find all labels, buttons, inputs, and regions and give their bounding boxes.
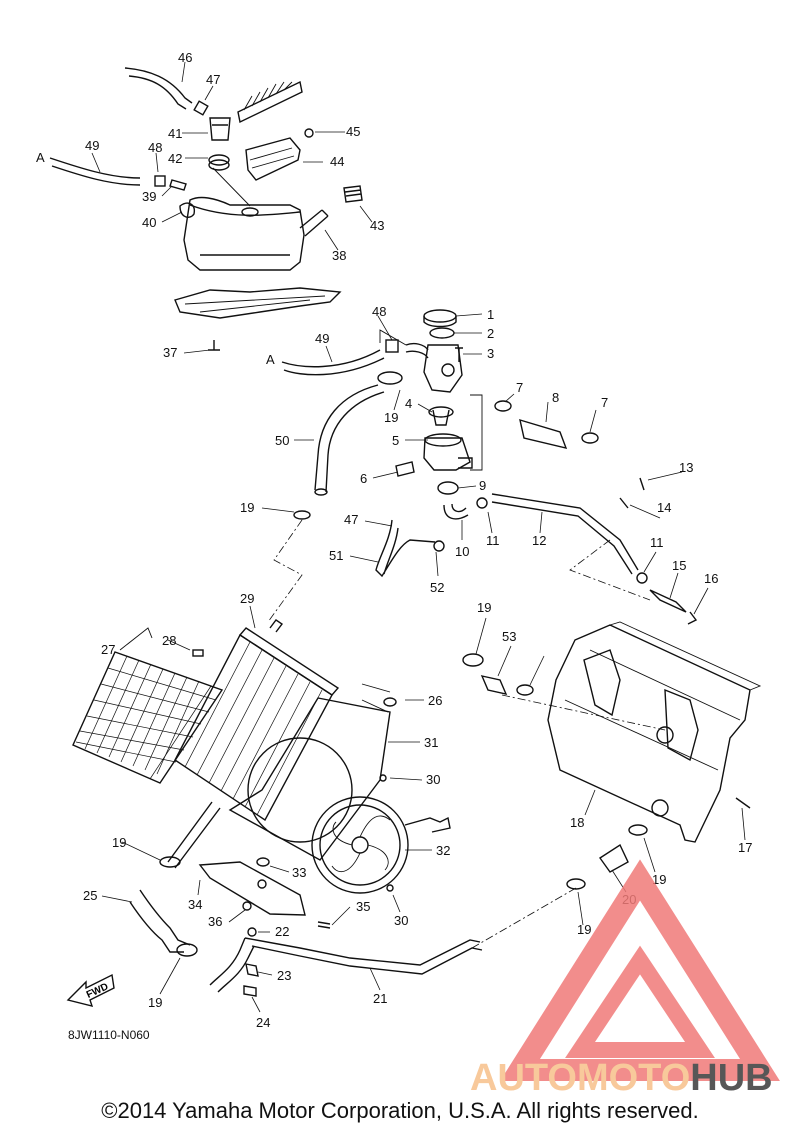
callout-7b: 7	[601, 395, 608, 410]
callout-49b: 49	[315, 331, 329, 346]
callout-19b: 19	[240, 500, 254, 515]
callout-30b: 30	[394, 913, 408, 928]
frame-bracket	[462, 471, 762, 949]
callout-34: 34	[188, 897, 202, 912]
callout-5: 5	[392, 433, 399, 448]
callout-11b: 11	[650, 535, 664, 550]
callout-2: 2	[487, 326, 494, 341]
callout-19d: 19	[112, 835, 126, 850]
callout-52: 52	[430, 580, 444, 595]
callout-14: 14	[657, 500, 671, 515]
callout-19f: 19	[577, 922, 591, 937]
callout-51: 51	[329, 548, 343, 563]
lower-hoses	[101, 801, 483, 1013]
callout-9: 9	[479, 478, 486, 493]
callout-40: 40	[142, 215, 156, 230]
automotohub-watermark-logo: AUTOMOTOHUB	[470, 859, 780, 1099]
callout-21: 21	[373, 991, 387, 1006]
callout-44: 44	[330, 154, 344, 169]
callout-31: 31	[424, 735, 438, 750]
thermostat-assembly	[372, 309, 639, 575]
callout-24: 24	[256, 1015, 270, 1030]
fwd-arrow-icon: FWD	[66, 973, 115, 1007]
callout-41: 41	[168, 126, 182, 141]
callout-26: 26	[428, 693, 442, 708]
callout-29: 29	[240, 591, 254, 606]
callout-27: 27	[101, 642, 115, 657]
callout-labels: 1 2 3 4 5 6 7 8 7 9 10 11 12 13 14 11 15…	[83, 50, 752, 1030]
callout-12: 12	[532, 533, 546, 548]
callout-25: 25	[83, 888, 97, 903]
callout-3: 3	[487, 346, 494, 361]
callout-35: 35	[356, 899, 370, 914]
callout-19e: 19	[652, 872, 666, 887]
callout-17: 17	[738, 840, 752, 855]
callout-28: 28	[162, 633, 176, 648]
figure-code: 8JW1110-N060	[68, 1028, 150, 1042]
watermark-brand-part1: AUTOMOTO	[470, 1057, 690, 1099]
callout-46: 46	[178, 50, 192, 65]
hose-marker-a-top: A	[36, 150, 45, 165]
callout-39: 39	[142, 189, 156, 204]
reservoir-tank-assembly	[49, 61, 373, 354]
callout-43: 43	[370, 218, 384, 233]
fwd-arrow-label: FWD	[85, 981, 110, 1001]
callout-19a: 19	[384, 410, 398, 425]
callout-47b: 47	[344, 512, 358, 527]
callout-47a: 47	[206, 72, 220, 87]
callout-11a: 11	[486, 533, 500, 548]
callout-32: 32	[436, 843, 450, 858]
callout-38: 38	[332, 248, 346, 263]
callout-13: 13	[679, 460, 693, 475]
callout-49a: 49	[85, 138, 99, 153]
callout-36: 36	[208, 914, 222, 929]
callout-50: 50	[275, 433, 289, 448]
callout-19g: 19	[148, 995, 162, 1010]
radiator-assembly	[72, 605, 451, 929]
callout-16: 16	[704, 571, 718, 586]
callout-48a: 48	[148, 140, 162, 155]
callout-42: 42	[168, 151, 182, 166]
svg-text:AUTOMOTOHUB: AUTOMOTOHUB	[470, 1057, 773, 1099]
hose-marker-a-mid: A	[266, 352, 275, 367]
callout-48b: 48	[372, 304, 386, 319]
watermark-brand-part2: HUB	[690, 1057, 772, 1099]
callout-45: 45	[346, 124, 360, 139]
hose-group-mid	[261, 315, 445, 623]
callout-19c: 19	[477, 600, 491, 615]
callout-6: 6	[360, 471, 367, 486]
callout-22: 22	[275, 924, 289, 939]
callout-53: 53	[502, 629, 516, 644]
callout-37: 37	[163, 345, 177, 360]
callout-7a: 7	[516, 380, 523, 395]
callout-10: 10	[455, 544, 469, 559]
callout-18: 18	[570, 815, 584, 830]
callout-23: 23	[277, 968, 291, 983]
callout-1: 1	[487, 307, 494, 322]
callout-8: 8	[552, 390, 559, 405]
callout-33: 33	[292, 865, 306, 880]
copyright-notice: ©2014 Yamaha Motor Corporation, U.S.A. A…	[101, 1098, 699, 1123]
callout-30a: 30	[426, 772, 440, 787]
callout-4: 4	[405, 396, 412, 411]
callout-15: 15	[672, 558, 686, 573]
